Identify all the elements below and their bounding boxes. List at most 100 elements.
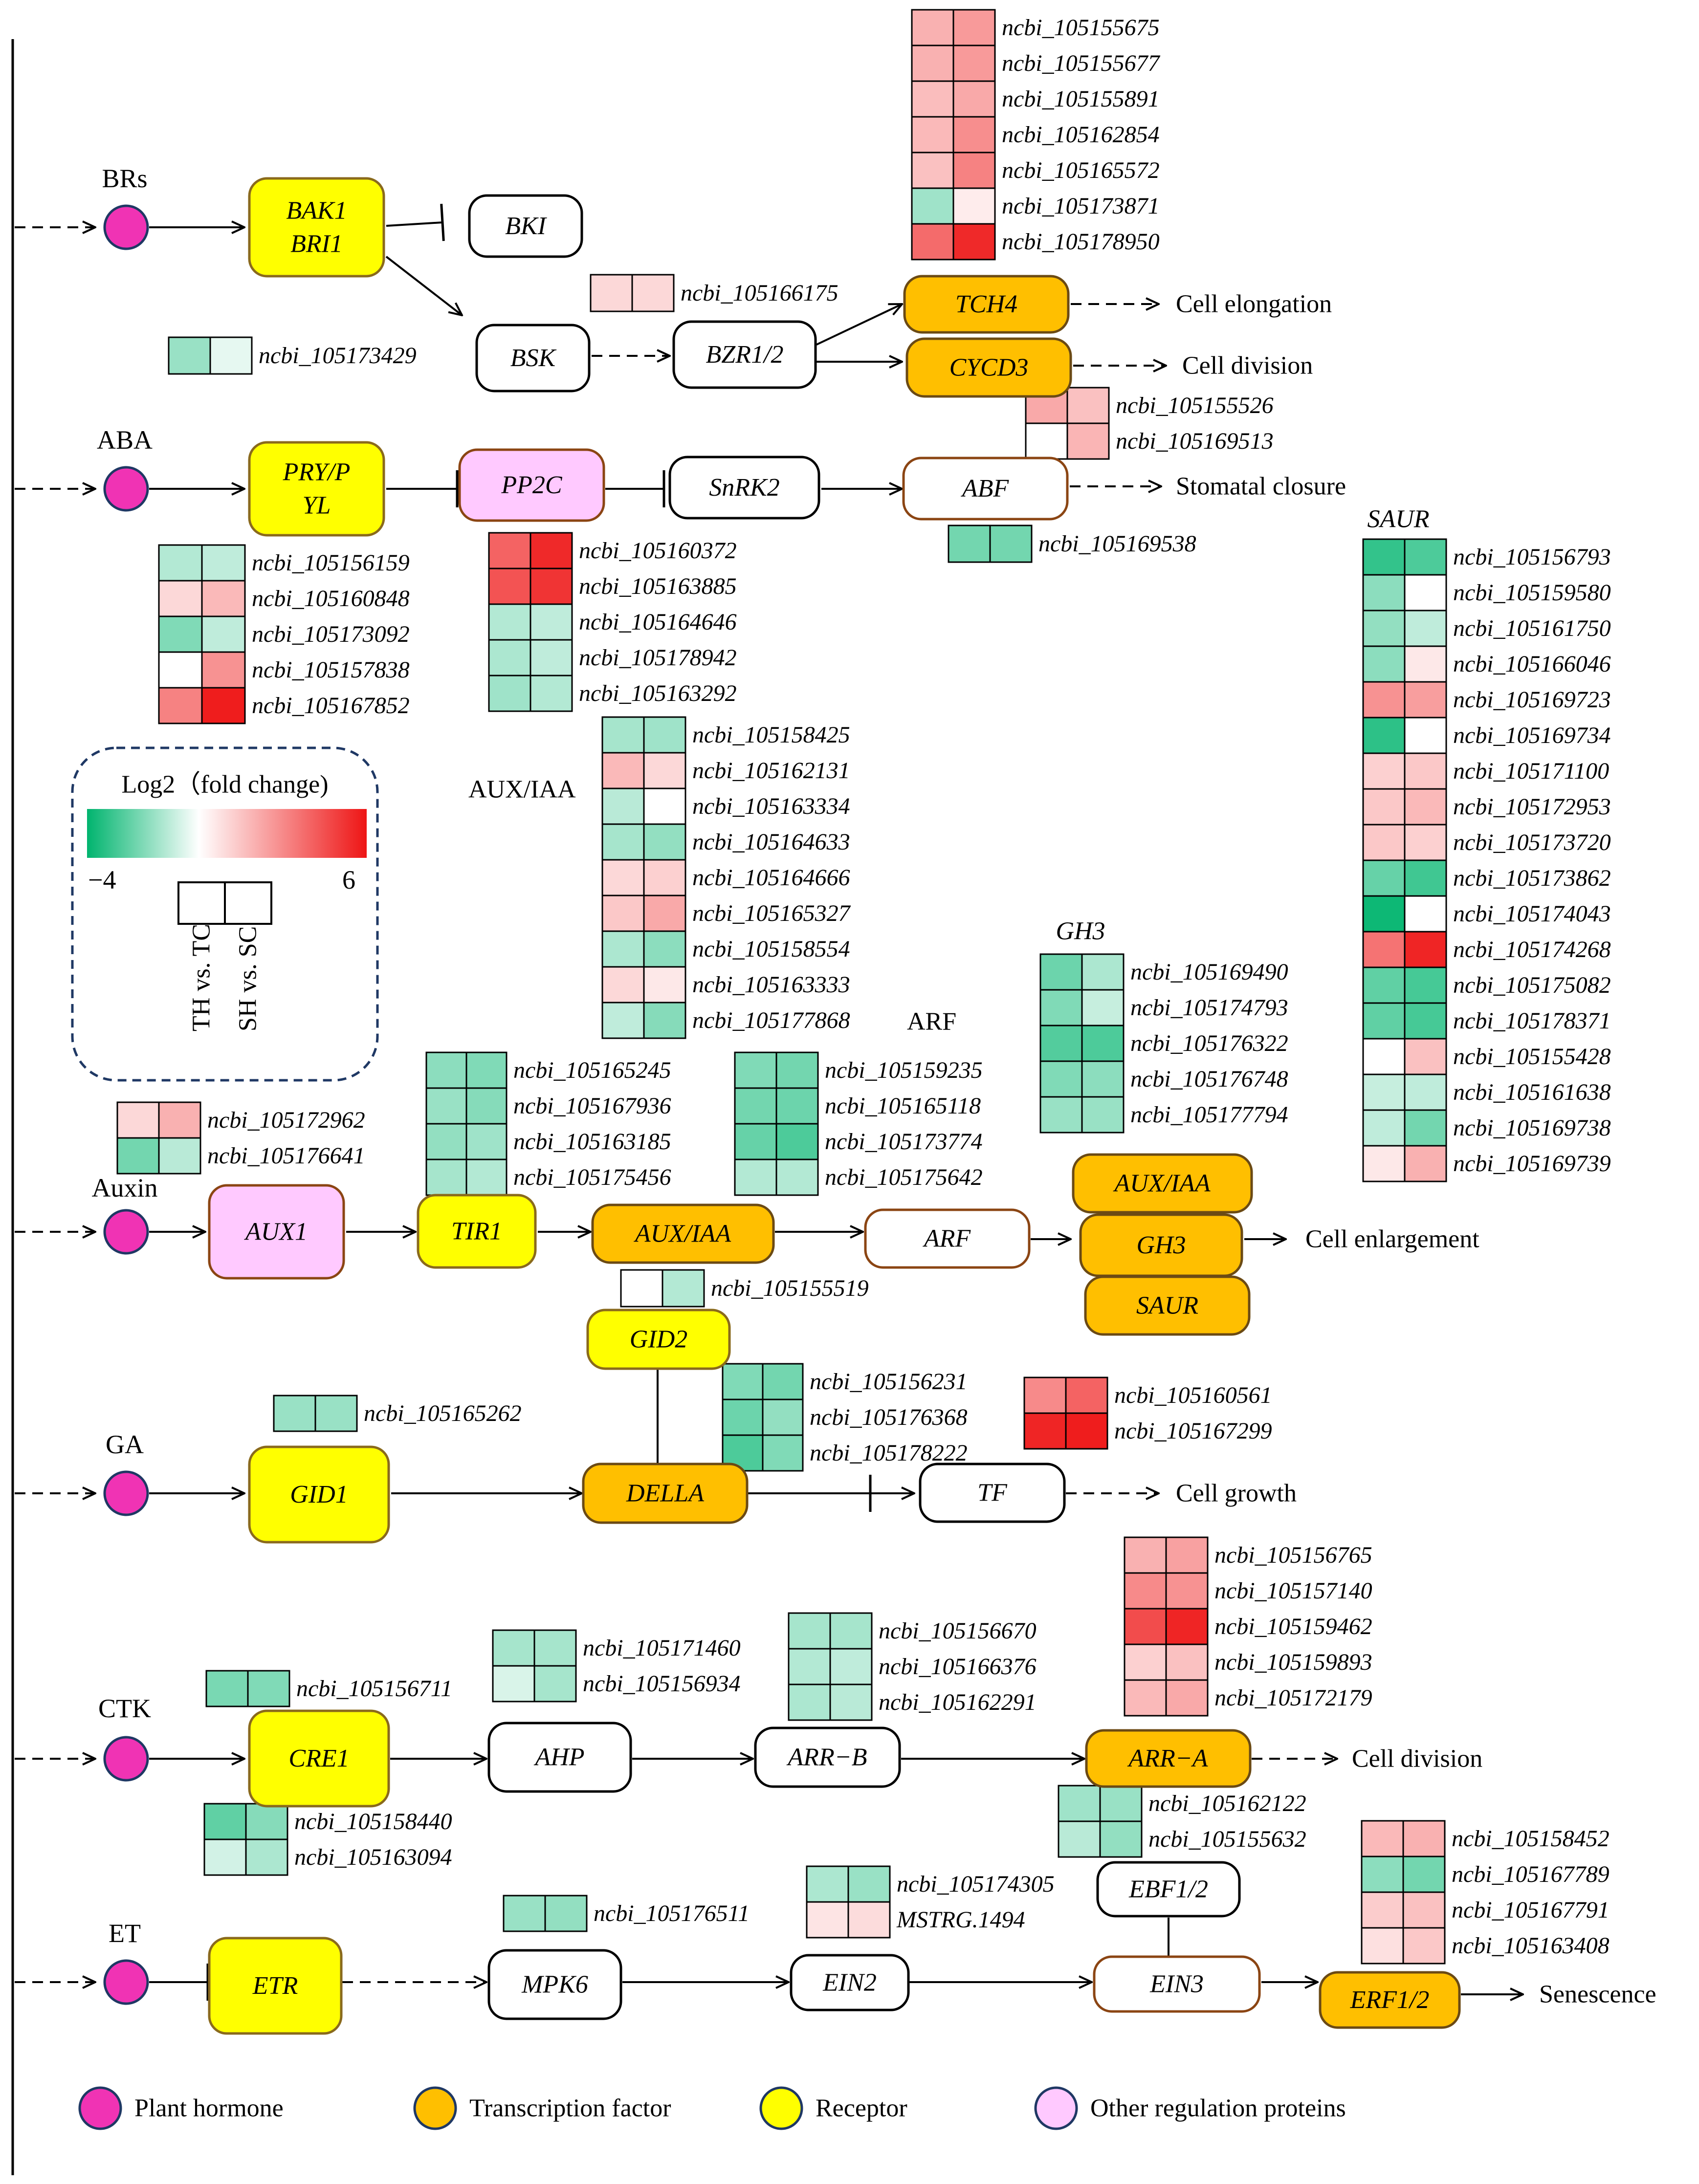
gene-label: ncbi_105162122 [1148, 1791, 1306, 1816]
hormone-label-br: BRs [102, 164, 147, 193]
heat-cell-sh [762, 1363, 804, 1400]
gene-label: ncbi_105166376 [879, 1654, 1037, 1680]
heat-cell-th [1362, 1038, 1406, 1075]
gene-label: ncbi_105159893 [1214, 1649, 1372, 1675]
arrow-bak1-bsk [385, 256, 462, 315]
heat-cell-th [601, 823, 645, 861]
heat-cell-sh [643, 787, 686, 825]
outcome-label-o4: Cell enlargement [1305, 1225, 1479, 1253]
gene-label: ncbi_105164633 [692, 829, 850, 855]
heatmap-tir1 [425, 1051, 507, 1196]
gene-label: ncbi_105167936 [513, 1093, 671, 1119]
group-label-saur: SAUR [1367, 505, 1429, 533]
heat-cell-th [1362, 574, 1406, 612]
heat-cell-th [1361, 1891, 1404, 1929]
heat-cell-sh [643, 859, 686, 896]
heat-cell-th [1039, 1096, 1083, 1134]
heat-cell-sh [1404, 895, 1447, 933]
sample-cell-left [177, 881, 226, 925]
node-bki: BKI [468, 194, 583, 258]
heat-cell-sh [533, 1629, 577, 1667]
heat-cell-sh [1165, 1643, 1209, 1681]
node-label-ahp: AHP [533, 1744, 584, 1771]
heat-cell-th [168, 336, 211, 375]
node-cycd3: CYCD3 [905, 337, 1072, 398]
legend-swatch-receptor [759, 2086, 803, 2130]
heat-cell-th [1362, 824, 1406, 861]
outcome-label-o7: Senescence [1539, 1981, 1656, 2009]
heat-cell-sh [465, 1123, 507, 1160]
gene-label: ncbi_105160561 [1114, 1382, 1272, 1408]
heat-cell-sh [1404, 1002, 1447, 1040]
node-label-ein2: EIN2 [822, 1969, 877, 1997]
heat-cell-th [116, 1101, 160, 1139]
heat-cell-th [806, 1901, 849, 1939]
heat-cell-th [734, 1158, 777, 1196]
heat-cell-th [1362, 610, 1406, 647]
heatmap-pyl [158, 544, 246, 724]
gene-label: ncbi_105155677 [1002, 50, 1161, 76]
heat-cell-sh [1404, 859, 1447, 897]
node-label-bsk: BSK [510, 344, 557, 372]
gene-label: ncbi_105163333 [692, 972, 850, 998]
legend-col1-label: TH vs. TC [188, 924, 216, 1031]
heat-cell-sh [952, 116, 996, 153]
heat-cell-sh [1165, 1608, 1209, 1645]
gene-label: ncbi_105161638 [1453, 1079, 1611, 1105]
gene-label: ncbi_105159235 [825, 1057, 983, 1083]
heat-cell-th [911, 116, 954, 153]
gene-label: ncbi_105169739 [1453, 1151, 1611, 1177]
heat-cell-sh [643, 930, 686, 968]
heat-cell-th [1124, 1536, 1167, 1574]
heat-cell-sh [530, 639, 573, 677]
heat-cell-sh [1404, 1038, 1447, 1075]
heat-cell-sh [1081, 1060, 1125, 1098]
gene-label: ncbi_105167852 [252, 693, 410, 719]
heat-cell-sh [643, 1002, 686, 1039]
heatmap-erf [1361, 1820, 1446, 1965]
heat-cell-sh [643, 895, 686, 932]
node-tch4: TCH4 [903, 275, 1070, 334]
heat-cell-th [948, 524, 991, 563]
gene-label: ncbi_105155632 [1148, 1826, 1306, 1852]
gene-label: ncbi_105173429 [259, 343, 417, 369]
heat-cell-th [1361, 1856, 1404, 1893]
heat-cell-th [1039, 1025, 1083, 1062]
heat-cell-sh [1165, 1536, 1209, 1574]
heat-cell-th [734, 1051, 777, 1089]
gene-label: ncbi_105173862 [1453, 865, 1611, 891]
heat-cell-sh [847, 1901, 891, 1939]
gene-label: ncbi_105167791 [1452, 1897, 1610, 1923]
heat-cell-sh [1165, 1679, 1209, 1717]
hormone-label-ctk: CTK [98, 1694, 151, 1723]
heat-cell-th [203, 1838, 247, 1876]
node-tf: TF [919, 1463, 1066, 1523]
heat-cell-sh [1404, 752, 1447, 790]
gene-label: ncbi_105158440 [294, 1809, 452, 1835]
node-snrk2: SnRK2 [668, 456, 820, 520]
legend-label-tf: Transcription factor [469, 2095, 671, 2122]
heat-cell-sh [245, 1838, 288, 1876]
gene-label: ncbi_105155428 [1453, 1044, 1611, 1070]
heat-cell-sh [1404, 1073, 1447, 1111]
heat-cell-sh [465, 1051, 507, 1089]
node-ebf: EBF1/2 [1096, 1861, 1241, 1918]
heat-cell-th [734, 1123, 777, 1160]
heat-cell-th [911, 187, 954, 225]
heatmap-gh3 [1039, 953, 1125, 1134]
heat-cell-th [620, 1269, 663, 1308]
node-saur: SAUR [1084, 1275, 1251, 1336]
heat-cell-sh [952, 9, 996, 46]
gene-label: ncbi_105166046 [1453, 651, 1611, 677]
legend-swatch-tf [413, 2086, 457, 2130]
heat-cell-sh [544, 1895, 588, 1932]
gene-label: MSTRG.1494 [896, 1907, 1025, 1933]
heat-cell-th [158, 687, 203, 724]
heat-cell-sh [952, 152, 996, 189]
gene-label: ncbi_105175082 [1453, 972, 1611, 998]
gene-label: ncbi_105171100 [1453, 758, 1609, 784]
heat-cell-sh [1402, 1856, 1446, 1893]
gene-label: ncbi_105155526 [1116, 393, 1274, 418]
